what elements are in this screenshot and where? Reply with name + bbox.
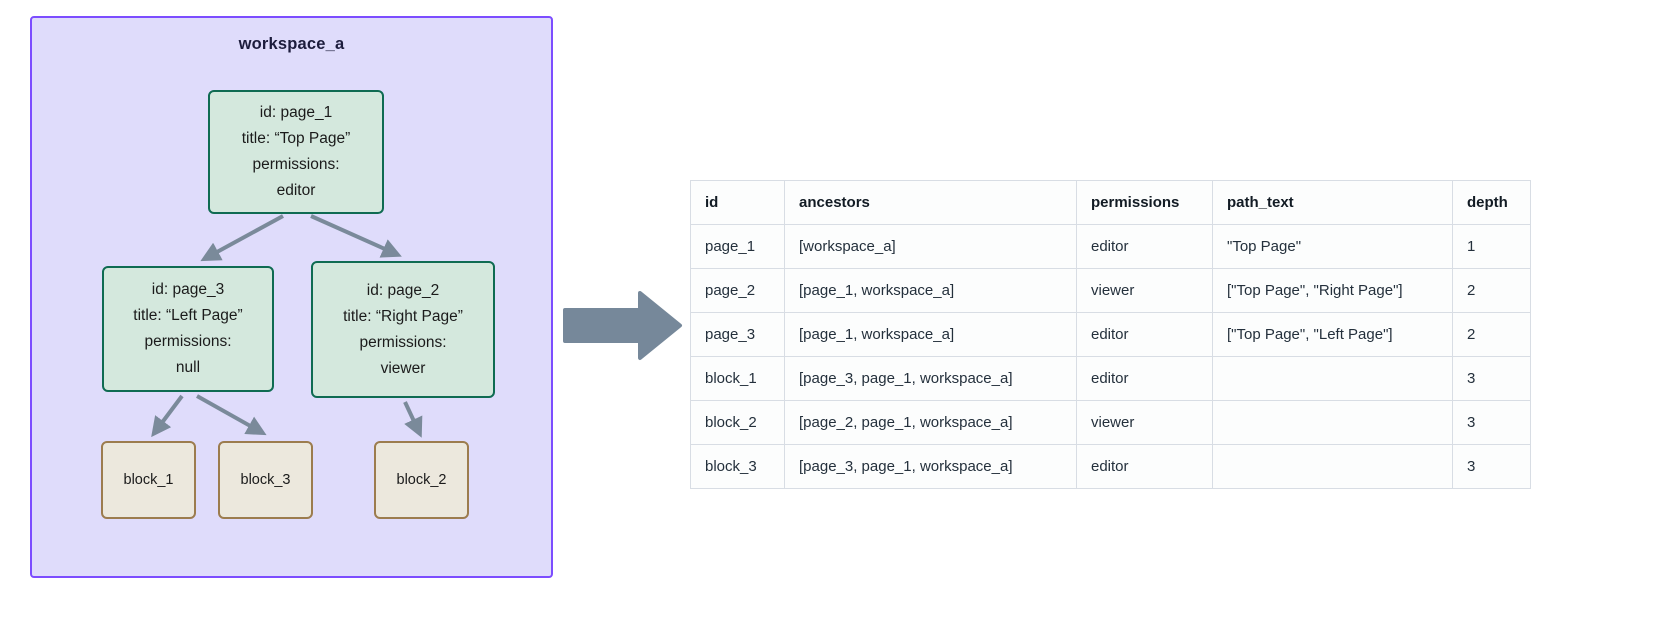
cell-permissions: editor <box>1076 444 1213 489</box>
node-page-3-permissions-value: null <box>175 359 201 376</box>
cell-ancestors: [page_2, page_1, workspace_a] <box>784 400 1077 445</box>
node-page-2-title: title: “Right Page” <box>343 307 463 325</box>
node-page-2-permissions-label: permissions: <box>359 333 447 351</box>
node-page-2-id: id: page_2 <box>366 281 440 299</box>
node-page-2-permissions-value: viewer <box>380 359 426 377</box>
node-page-1-permissions-label: permissions: <box>252 156 340 173</box>
node-block-2-label: block_2 <box>396 472 447 488</box>
cell-path-text: ["Top Page", "Left Page"] <box>1212 312 1453 357</box>
node-page-2[interactable]: id: page_2 title: “Right Page” permissio… <box>311 261 495 398</box>
cell-permissions: editor <box>1076 312 1213 357</box>
cell-depth: 2 <box>1452 268 1531 313</box>
cell-id: page_1 <box>690 224 785 269</box>
cell-ancestors: [page_1, workspace_a] <box>784 268 1077 313</box>
cell-depth: 2 <box>1452 312 1531 357</box>
cell-depth: 3 <box>1452 356 1531 401</box>
cell-ancestors: [workspace_a] <box>784 224 1077 269</box>
column-header-ancestors: ancestors <box>784 180 1077 225</box>
cell-path-text: ["Top Page", "Right Page"] <box>1212 268 1453 313</box>
cell-permissions: viewer <box>1076 268 1213 313</box>
cell-path-text <box>1212 444 1453 489</box>
cell-id: block_2 <box>690 400 785 445</box>
table-row: page_1 [workspace_a] editor "Top Page" 1 <box>690 224 1531 269</box>
column-header-permissions: permissions <box>1076 180 1213 225</box>
node-block-2[interactable]: block_2 <box>374 441 469 519</box>
cell-path-text: "Top Page" <box>1212 224 1453 269</box>
cell-path-text <box>1212 356 1453 401</box>
node-block-3[interactable]: block_3 <box>218 441 313 519</box>
cell-depth: 3 <box>1452 444 1531 489</box>
cell-id: page_2 <box>690 268 785 313</box>
node-page-1-title: title: “Top Page” <box>241 130 351 147</box>
node-block-3-label: block_3 <box>240 472 291 488</box>
node-page-3-permissions-label: permissions: <box>144 333 232 350</box>
node-page-1-permissions-value: editor <box>276 182 316 199</box>
table-row: block_3 [page_3, page_1, workspace_a] ed… <box>690 444 1531 489</box>
transition-arrow-icon <box>563 291 682 360</box>
column-header-depth: depth <box>1452 180 1531 225</box>
table-row: block_1 [page_3, page_1, workspace_a] ed… <box>690 356 1531 401</box>
node-page-3-title: title: “Left Page” <box>133 307 243 324</box>
cell-permissions: editor <box>1076 356 1213 401</box>
table-row: page_2 [page_1, workspace_a] viewer ["To… <box>690 268 1531 313</box>
workspace-title: workspace_a <box>238 35 345 53</box>
node-page-3[interactable]: id: page_3 title: “Left Page” permission… <box>102 266 274 392</box>
column-header-path-text: path_text <box>1212 180 1453 225</box>
result-table-container: id ancestors permissions path_text depth… <box>690 180 1531 489</box>
result-table: id ancestors permissions path_text depth… <box>690 180 1531 489</box>
node-page-1[interactable]: id: page_1 title: “Top Page” permissions… <box>208 90 384 214</box>
table-row: block_2 [page_2, page_1, workspace_a] vi… <box>690 400 1531 445</box>
cell-id: page_3 <box>690 312 785 357</box>
node-block-1-label: block_1 <box>123 472 174 488</box>
column-header-id: id <box>690 180 785 225</box>
cell-ancestors: [page_3, page_1, workspace_a] <box>784 444 1077 489</box>
table-header-row: id ancestors permissions path_text depth <box>690 180 1531 225</box>
cell-ancestors: [page_3, page_1, workspace_a] <box>784 356 1077 401</box>
cell-ancestors: [page_1, workspace_a] <box>784 312 1077 357</box>
cell-path-text <box>1212 400 1453 445</box>
cell-depth: 1 <box>1452 224 1531 269</box>
table-row: page_3 [page_1, workspace_a] editor ["To… <box>690 312 1531 357</box>
cell-id: block_1 <box>690 356 785 401</box>
cell-id: block_3 <box>690 444 785 489</box>
cell-depth: 3 <box>1452 400 1531 445</box>
cell-permissions: editor <box>1076 224 1213 269</box>
cell-permissions: viewer <box>1076 400 1213 445</box>
node-page-3-id: id: page_3 <box>151 281 225 298</box>
node-block-1[interactable]: block_1 <box>101 441 196 519</box>
node-page-1-id: id: page_1 <box>259 104 333 121</box>
